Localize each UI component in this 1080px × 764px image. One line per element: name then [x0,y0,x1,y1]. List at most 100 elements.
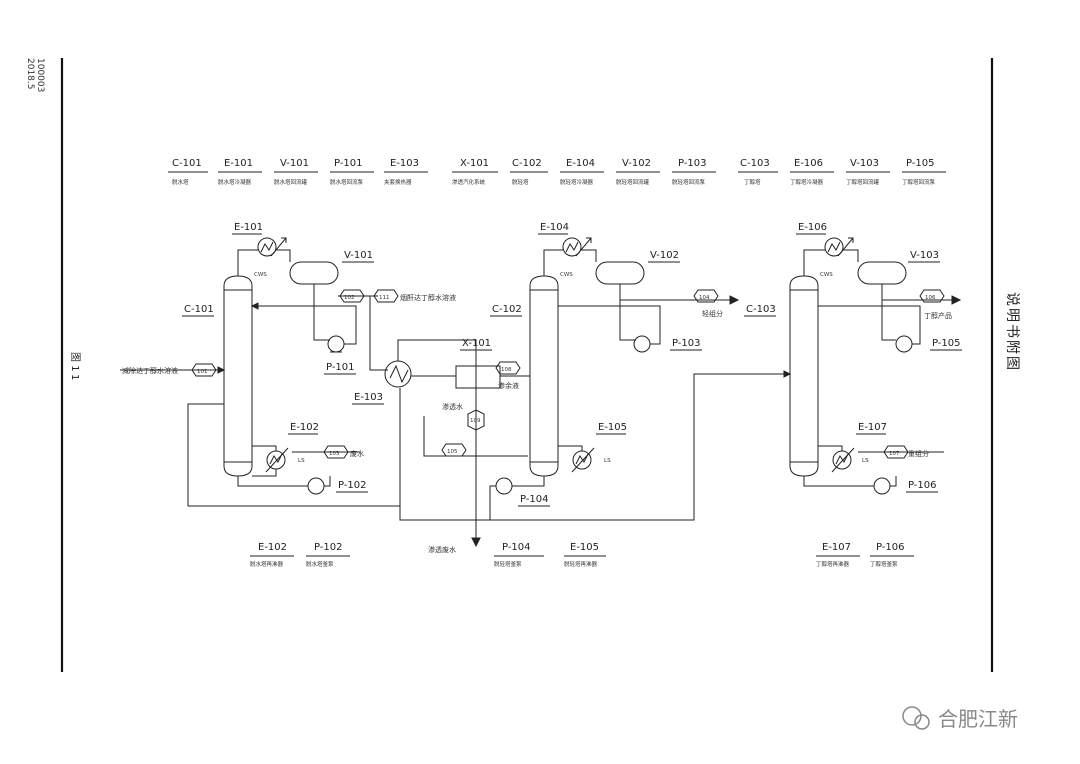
legend-code: V-102 [622,158,651,169]
stream-tag-103 [323,445,349,459]
legend-code: P-106 [876,542,905,553]
legend-name: 脱轻塔再沸器 [564,560,598,568]
legend-name: 丁醇塔再沸器 [816,560,850,568]
legend-code: P-104 [502,542,531,553]
legend-name: 丁醇塔回流泵 [902,178,936,186]
stream-tag-101 [191,363,217,377]
tag-e101: E-101 [234,222,263,233]
condenser-e104 [562,237,582,257]
legend-name: 脱轻塔冷凝器 [560,178,594,186]
svg-text:101: 101 [197,369,208,375]
stream-label-106: 丁醇产品 [924,311,952,320]
stream-label-107: 重组分 [908,449,929,458]
stream-tag-102 [339,289,365,303]
legend-name: 丁醇塔回流罐 [846,178,880,186]
condenser-e101 [257,237,277,257]
tag-p105: P-105 [932,338,961,349]
tag-e107: E-107 [858,422,887,433]
utility-ls: LS [604,458,611,464]
watermark: 合肥江新 [902,706,1018,731]
tag-e103: E-103 [354,392,383,403]
tag-e102: E-102 [290,422,319,433]
legend-code: E-103 [390,158,419,169]
stream-label-108: 渗余液 [498,381,519,390]
legend-name: 脱轻塔釜泵 [494,560,522,568]
bottoms-pump-p106 [873,477,891,495]
reflux-pump-p101 [327,335,345,353]
tag-v101: V-101 [344,250,373,261]
legend-bottom: E-102 脱水塔再沸器 P-102 脱水塔釜泵 P-104 脱轻塔釜泵 E-1… [250,542,914,568]
legend-code: C-103 [740,158,770,169]
legend-code: E-102 [258,542,287,553]
utility-ls: LS [862,458,869,464]
stream-label-103: 废水 [350,449,364,458]
distillation-column-c101 [223,275,253,477]
legend-name: 脱水塔冷凝器 [218,178,252,186]
legend-code: P-105 [906,158,935,169]
reflux-drum-v103 [857,261,907,285]
legend-code: E-104 [566,158,595,169]
tag-e106: E-106 [798,222,827,233]
legend-name: 渗透汽化系统 [452,178,486,186]
svg-text:103: 103 [329,451,340,457]
svg-text:106: 106 [925,295,936,301]
legend-name: 夹套换热器 [384,178,412,186]
reflux-drum-v101 [289,261,339,285]
doc-id: 100003 [35,58,45,92]
legend-code: X-101 [460,158,489,169]
column-c103-unit: C-103 E-106 CWS V-103 106 丁醇产品 P-105 E-1… [744,222,962,495]
legend-name: 脱水塔回流泵 [330,178,364,186]
legend-code: P-103 [678,158,707,169]
tag-p104: P-104 [520,494,549,505]
utility-cws: CWS [820,272,833,278]
column-c101-unit: C-101 E-101 CWS V-101 P-101 102 111 烟酐达丁… [120,222,456,507]
tag-c103: C-103 [746,304,776,315]
stream-tag-107 [883,445,909,459]
legend-code: P-102 [314,542,343,553]
pervaporation-unit: E-103 X-101 108 渗余液 渗透水 109 105 渗透废水 [352,338,792,554]
stream-label-111: 烟酐达丁醇水溶液 [400,293,456,302]
figure-label: 图 1 [69,352,81,372]
tag-p106: P-106 [908,480,937,491]
wechat-icon [902,706,922,726]
column-c102-unit: C-102 E-104 CWS V-102 104 轻组分 P-103 E-10… [489,222,740,520]
tag-p102: P-102 [338,480,367,491]
svg-text:111: 111 [379,295,390,301]
legend-name: 丁醇塔釜泵 [870,560,898,568]
legend-code: C-101 [172,158,202,169]
waste-water-label: 渗透废水 [428,545,456,554]
heat-exchanger-e103 [384,360,412,388]
utility-cws: CWS [560,272,573,278]
utility-ls: LS [298,458,305,464]
legend-name: 脱水塔釜泵 [306,560,334,568]
tag-c102: C-102 [492,304,522,315]
tag-e105: E-105 [598,422,627,433]
legend-name: 脱水塔回流罐 [274,178,308,186]
tag-v102: V-102 [650,250,679,261]
reflux-pump-p105 [895,335,913,353]
condenser-e106 [824,237,844,257]
tag-p101: P-101 [326,362,355,373]
tag-p103: P-103 [672,338,701,349]
distillation-column-c102 [529,275,559,477]
legend-name: 脱水塔再沸器 [250,560,284,568]
svg-text:108: 108 [501,367,512,373]
svg-text:109: 109 [470,418,481,424]
svg-text:107: 107 [889,451,900,457]
legend-code: V-103 [850,158,879,169]
legend-code: E-107 [822,542,851,553]
stream-tag-104 [693,289,719,303]
legend-top: C-101 脱水塔 E-101 脱水塔冷凝器 V-101 脱水塔回流罐 P-10… [168,158,946,186]
legend-code: E-105 [570,542,599,553]
distillation-column-c103 [789,275,819,477]
legend-code: P-101 [334,158,363,169]
legend-code: V-101 [280,158,309,169]
legend-name: 脱轻塔 [512,178,529,186]
stream-tag-109 [467,409,485,431]
legend-code: E-101 [224,158,253,169]
svg-text:104: 104 [699,295,710,301]
stream-label-109: 渗透水 [442,402,463,411]
legend-name: 脱轻塔回流罐 [616,178,650,186]
reflux-pump-p103 [633,335,651,353]
